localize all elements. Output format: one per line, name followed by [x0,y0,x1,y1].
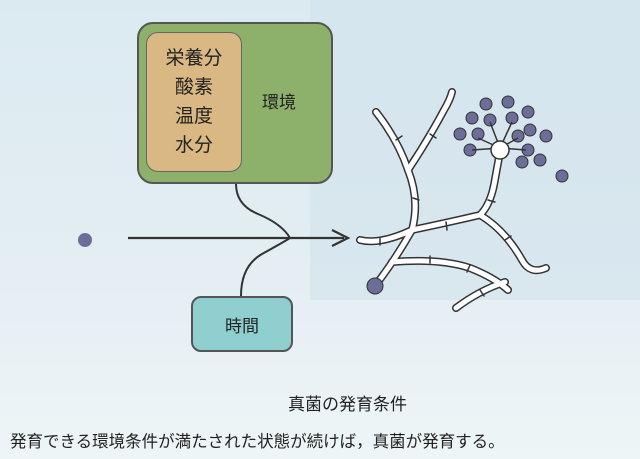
environment-connector [235,183,291,239]
time-label: 時間 [225,316,259,337]
environment-label: 環境 [262,93,296,113]
time-connector [240,237,291,297]
caption-title: 真菌の発育条件 [288,395,407,415]
factor-moisture: 水分 [174,134,213,156]
caption-text: 発育できる環境条件が満たされた状態が続けば，真菌が発育する。 [10,432,505,451]
factor-nutrients: 栄養分 [165,47,223,69]
spore-dot-icon [78,233,92,247]
nutrient-factors-box: 栄養分 酸素 温度 水分 [146,32,242,172]
time-box: 時間 [191,296,293,352]
factor-oxygen: 酸素 [174,76,213,98]
factor-temperature: 温度 [174,105,213,127]
arrow-right-icon [331,229,351,247]
conidia-cluster-icon [453,95,569,183]
base-spore-icon [366,277,384,295]
fungus-hyphae-icon [356,88,550,312]
